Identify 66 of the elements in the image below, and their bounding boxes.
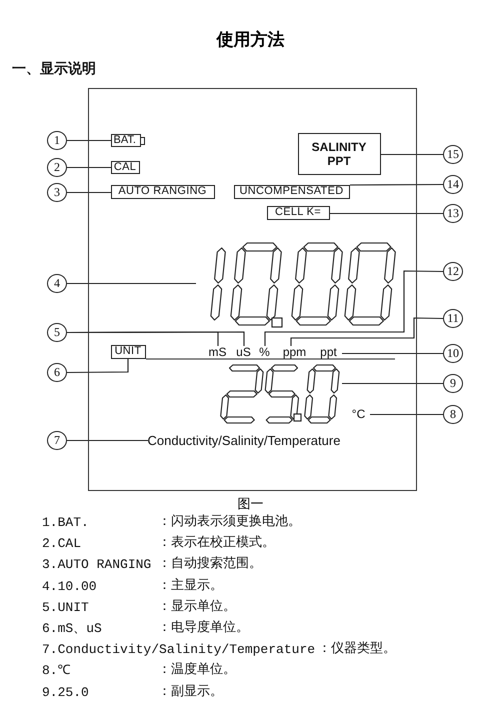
callout-number: 8 bbox=[443, 405, 463, 424]
callout-number: 11 bbox=[443, 309, 463, 328]
leader-line bbox=[67, 440, 148, 442]
indicator-text: SALINITY PPT bbox=[310, 140, 368, 168]
leader-line bbox=[67, 166, 111, 168]
list-item-description: ：显示单位。 bbox=[158, 598, 236, 614]
list-item-term: 7.Conductivity/Salinity/Temperature bbox=[42, 642, 316, 658]
list-item-description: ：电导度单位。 bbox=[158, 620, 249, 636]
callout-number: 10 bbox=[443, 344, 463, 363]
list-item-description: ：表示在校正模式。 bbox=[158, 535, 275, 551]
callout-number: 14 bbox=[443, 175, 463, 194]
lcd-display-frame bbox=[88, 88, 417, 491]
seven-segment-digits-drawing bbox=[218, 362, 342, 426]
callout-number: 6 bbox=[47, 363, 67, 382]
callout-number: 15 bbox=[443, 145, 463, 164]
list-item-description: ：闪动表示须更换电池。 bbox=[158, 514, 301, 530]
leader-line bbox=[350, 184, 443, 186]
list-item-term: 6.mS、uS bbox=[42, 621, 102, 637]
leader-line bbox=[381, 154, 443, 156]
lcd-label: Conductivity/Salinity/Temperature bbox=[148, 432, 378, 448]
lcd-indicator: AUTO RANGING bbox=[110, 184, 214, 198]
leader-line bbox=[342, 382, 443, 384]
callout-number: 3 bbox=[47, 183, 67, 202]
callout-number: 1 bbox=[47, 131, 67, 150]
lcd-indicator: CAL bbox=[110, 160, 140, 174]
leader-line bbox=[67, 192, 111, 194]
callout-number: 13 bbox=[443, 204, 463, 223]
callout-number: 7 bbox=[47, 431, 67, 450]
lcd-indicator: CELL K= bbox=[266, 206, 330, 220]
lcd-label: uS bbox=[232, 346, 254, 358]
leader-line bbox=[342, 352, 443, 354]
lcd-indicator: UNCOMPENSATED bbox=[234, 184, 350, 198]
figure-caption: 图一 bbox=[236, 496, 264, 513]
list-item-term: 2.CAL bbox=[42, 536, 82, 552]
list-item-description: ：自动搜索范围。 bbox=[158, 556, 262, 572]
page-title: 使用方法 bbox=[215, 29, 286, 51]
leader-line bbox=[264, 270, 443, 346]
leader-line bbox=[67, 359, 129, 374]
lcd-label: mS bbox=[206, 346, 230, 358]
leader-line bbox=[370, 414, 443, 416]
leader-line bbox=[67, 140, 111, 142]
list-item-term: 8.℃ bbox=[42, 663, 71, 679]
list-item-term: 5.UNIT bbox=[42, 600, 89, 616]
list-item-description: ：仪器类型。 bbox=[318, 641, 396, 657]
list-item-description: ：主显示。 bbox=[158, 578, 223, 594]
lcd-indicator: UNIT bbox=[110, 344, 146, 358]
callout-number: 9 bbox=[443, 374, 463, 393]
leader-line bbox=[330, 212, 443, 214]
section-heading: 一、显示说明 bbox=[12, 60, 96, 78]
leader-line bbox=[67, 282, 196, 284]
list-item-term: 4.10.00 bbox=[42, 578, 97, 594]
callout-number: 12 bbox=[443, 262, 463, 281]
callout-number: 4 bbox=[47, 274, 67, 293]
leader-line bbox=[290, 317, 444, 346]
list-item-description: ：副显示。 bbox=[158, 684, 223, 700]
list-item-term: 9.25.0 bbox=[42, 684, 89, 700]
list-item-term: 3.AUTO RANGING bbox=[42, 557, 152, 573]
salinity-indicator-box bbox=[298, 132, 380, 174]
callout-number: 2 bbox=[47, 158, 67, 177]
lcd-label: ppm bbox=[278, 346, 312, 358]
list-item-term: 1.BAT. bbox=[42, 515, 89, 531]
callout-number: 5 bbox=[47, 323, 67, 342]
lcd-label: ppt bbox=[316, 346, 342, 358]
lcd-label: °C bbox=[348, 406, 370, 420]
lcd-label: % bbox=[258, 346, 272, 358]
list-item-description: ：温度单位。 bbox=[158, 662, 236, 678]
